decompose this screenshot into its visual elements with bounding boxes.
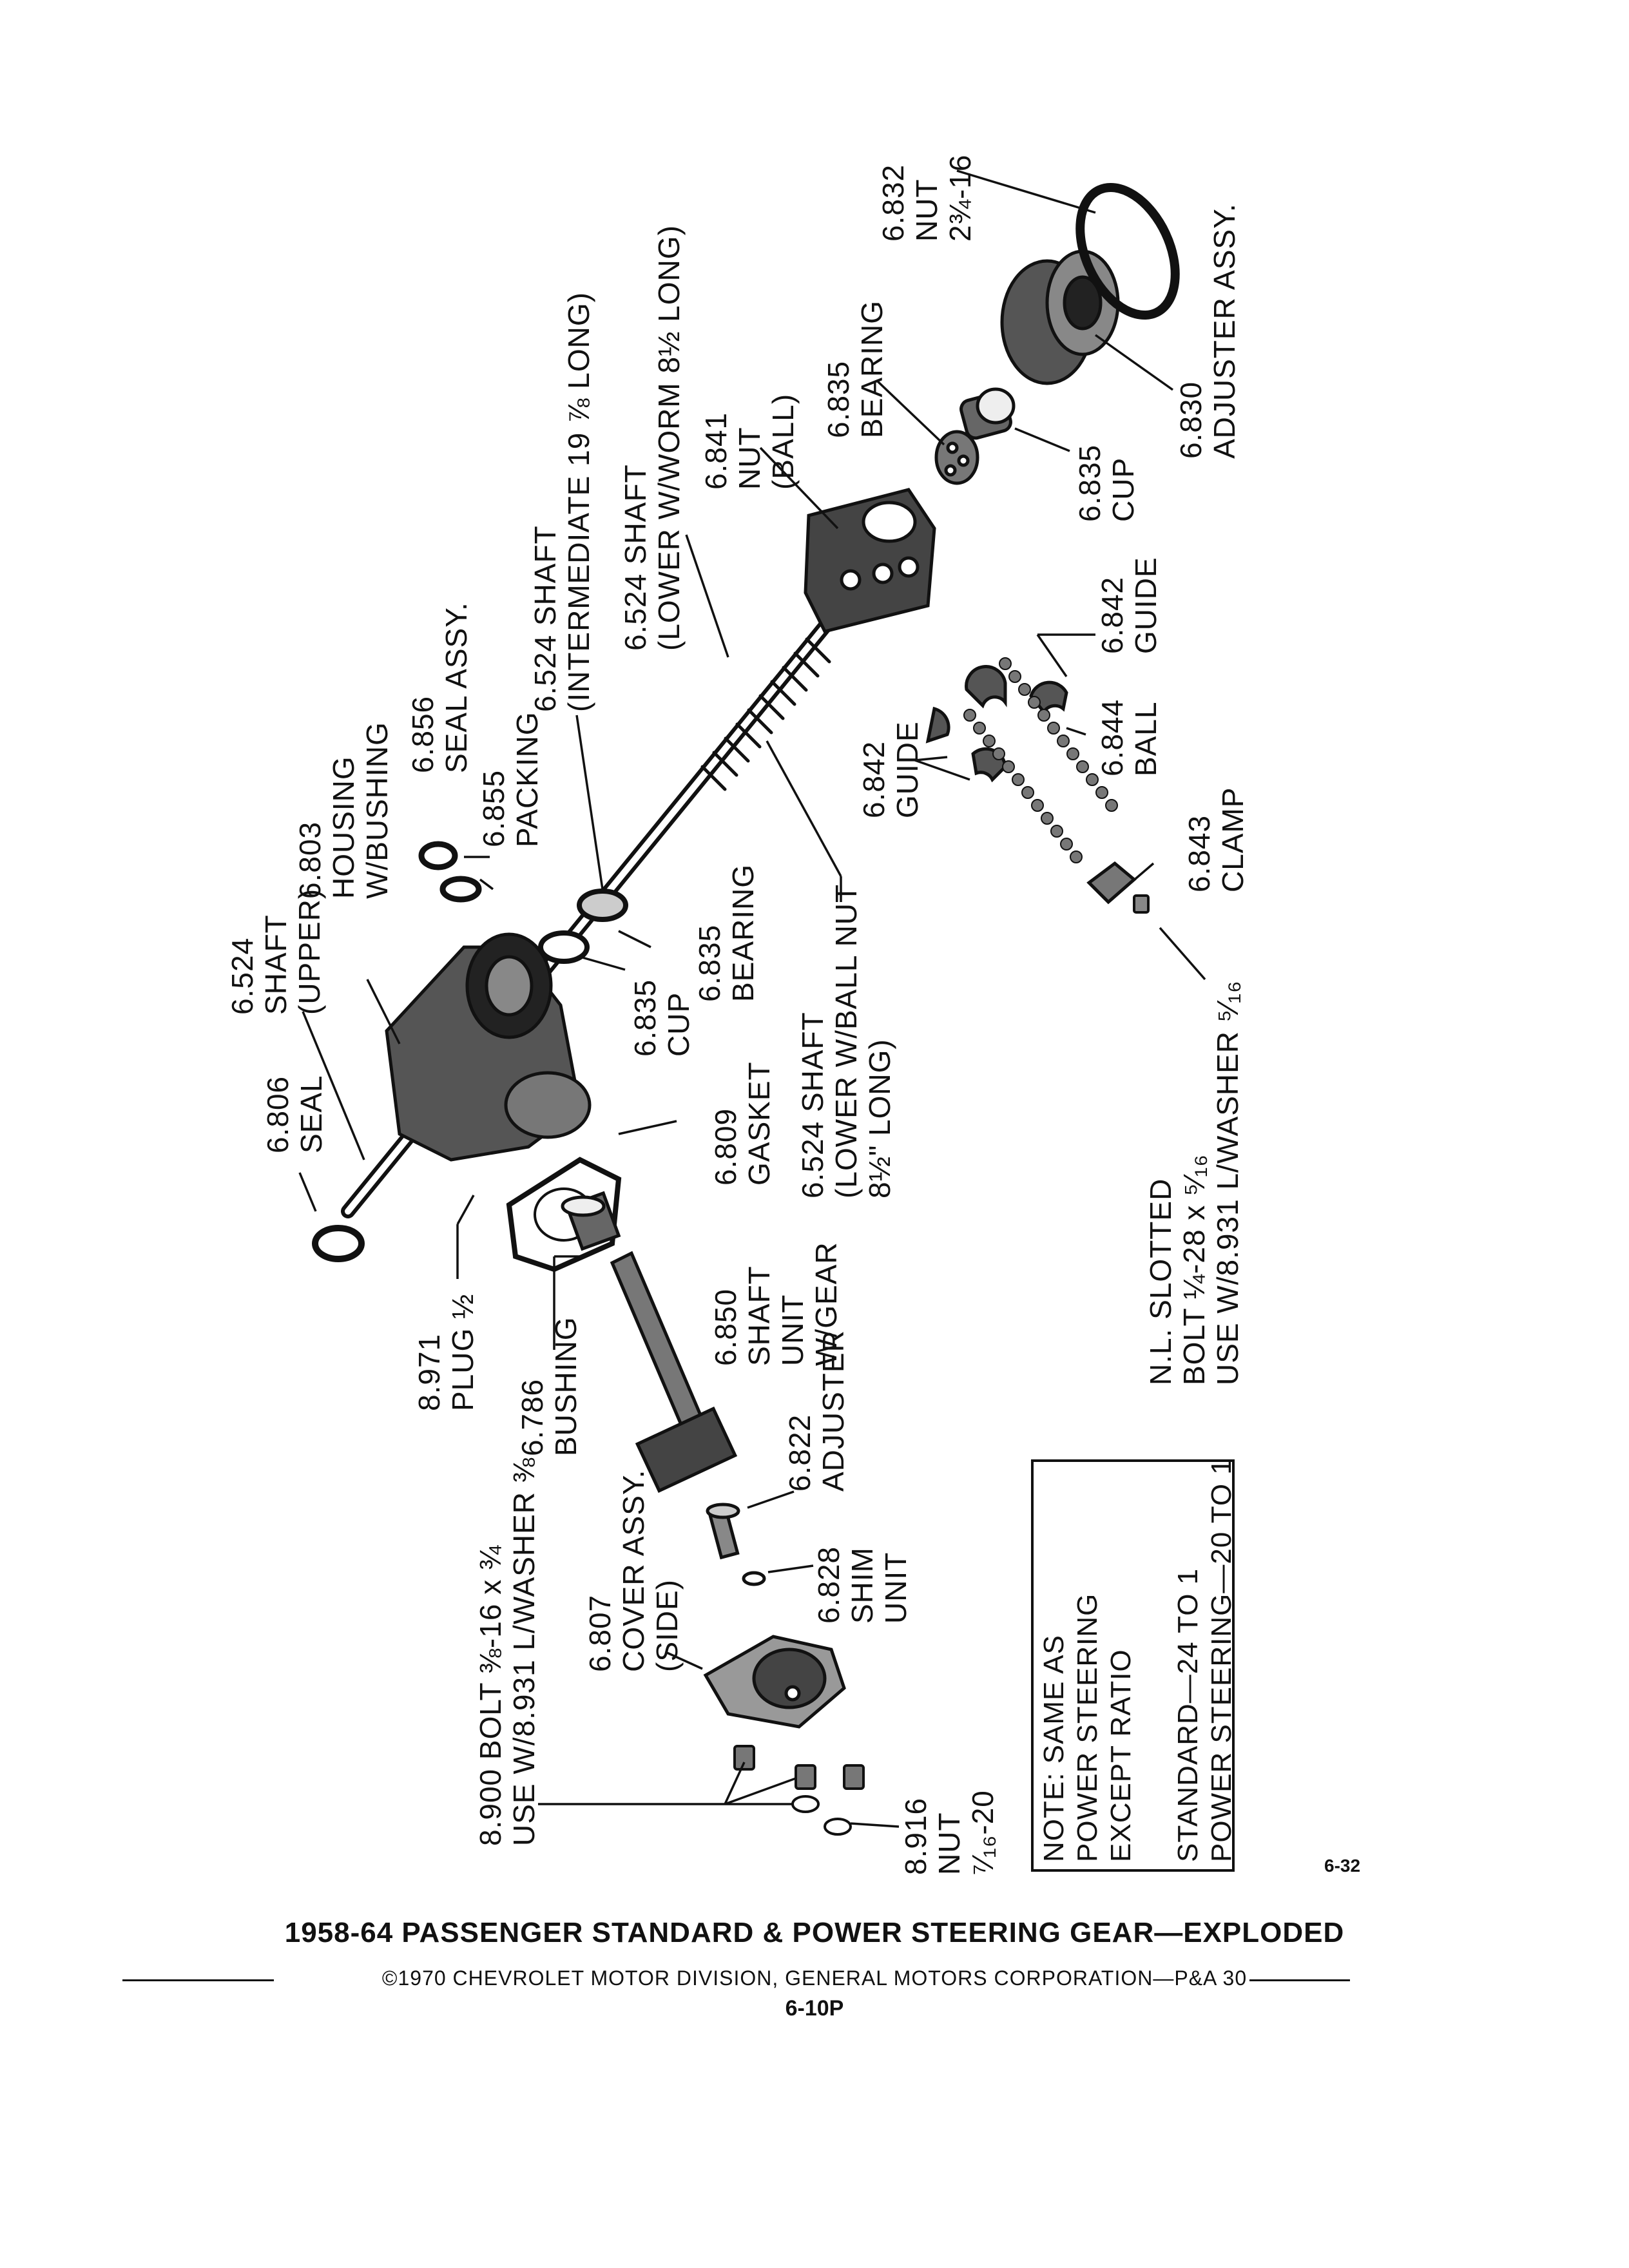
label-6832-nut: 6.832 NUT 2¾-16 — [876, 154, 977, 242]
page-title: 1958-64 PASSENGER STANDARD & POWER STEER… — [284, 1917, 1345, 1948]
cup-6835-mid — [538, 930, 590, 964]
label-8971-plug: 8.971 PLUG ½ — [412, 1293, 479, 1411]
shim-6828 — [742, 1571, 766, 1586]
label-6842-guide-b: 6.842 GUIDE — [1095, 557, 1162, 654]
copyright-line: ©1970 CHEVROLET MOTOR DIVISION, GENERAL … — [0, 1966, 1629, 1990]
label-6806-seal: 6.806 SEAL — [261, 1075, 328, 1153]
label-6524-upper-shaft: 6.524 SHAFT (UPPER) — [226, 888, 326, 1015]
note-box — [1031, 1459, 1235, 1872]
copyright-rule-left — [122, 1979, 274, 1981]
label-6786-bushing: 6.786 BUSHING — [516, 1316, 583, 1456]
cup-6835-right — [959, 387, 1016, 440]
housing-w-bushing — [385, 932, 592, 1162]
ball-nut-6841 — [804, 488, 936, 633]
clamp-6843 — [1086, 861, 1137, 905]
label-6803-housing: 6.803 HOUSING W/BUSHING — [293, 722, 394, 899]
label-6843-clamp: 6.843 CLAMP — [1182, 787, 1249, 892]
label-6828-shim-unit: 6.828 SHIM UNIT — [812, 1546, 912, 1624]
nut-6832 — [1075, 182, 1180, 320]
copyright-text: ©1970 CHEVROLET MOTOR DIVISION, GENERAL … — [379, 1966, 1250, 1990]
seal-assy-6856 — [418, 841, 458, 870]
label-6835-cup-right: 6.835 CUP — [1073, 444, 1140, 522]
label-6822-adjuster: 6.822 ADJUSTER — [783, 1330, 850, 1492]
label-6809-gasket: 6.809 GASKET — [709, 1061, 776, 1186]
balls-6844 — [963, 657, 1118, 863]
label-6830-adjuster-assy: 6.830 ADJUSTER ASSY. — [1174, 203, 1241, 459]
label-nl-slotted-bolt: N.L. SLOTTED BOLT ¼-28 x ⁵⁄₁₆ USE W/8.93… — [1144, 980, 1244, 1385]
adjuster-assy-6830 — [1000, 249, 1120, 385]
shaft-unit-6850 — [610, 1251, 738, 1494]
bolts-8900 — [733, 1745, 865, 1790]
label-6835-cup-mid: 6.835 CUP — [628, 979, 695, 1057]
adjuster-6822 — [706, 1503, 740, 1560]
label-8916-nut: 8.916 NUT ⁷⁄₁₆-20 — [899, 1790, 999, 1875]
label-6855-packing: 6.855 PACKING — [477, 711, 544, 847]
bushing-6786 — [561, 1191, 621, 1251]
label-8900-bolt: 8.900 BOLT ⅜-16 x ¾ USE W/8.931 L/WASHER… — [474, 1457, 541, 1846]
bearing-6835-right — [934, 430, 979, 485]
page-code: 6-10P — [785, 1996, 844, 2021]
guides-6842 — [925, 665, 1068, 783]
label-6807-cover-assy: 6.807 COVER ASSY. (SIDE) — [583, 1469, 684, 1672]
label-6842-guide-a: 6.842 GUIDE — [857, 721, 924, 818]
label-6524-lower-ballnut: 6.524 SHAFT (LOWER W/BALL NUT 8½" LONG) — [796, 883, 896, 1198]
slotted-bolt — [1133, 894, 1150, 914]
label-6856-seal-assy: 6.856 SEAL ASSY. — [406, 602, 473, 773]
label-6524-intermediate: 6.524 SHAFT (INTERMEDIATE 19 ⅞ LONG) — [528, 292, 595, 712]
leader-lines — [298, 169, 1206, 1828]
label-6844-ball: 6.844 BALL — [1095, 698, 1162, 776]
label-6841-ball-nut: 6.841 NUT (BALL) — [699, 393, 800, 490]
label-6835-bearing-right: 6.835 BEARING — [822, 300, 889, 438]
worm-threads — [700, 637, 831, 791]
nuts-8916 — [791, 1795, 852, 1836]
note-text: NOTE: SAME AS POWER STEERING EXCEPT RATI… — [1038, 1458, 1237, 1862]
copyright-rule-right — [1189, 1979, 1350, 1981]
figure-number: 6-32 — [1324, 1856, 1361, 1876]
packing-6855 — [439, 876, 482, 903]
label-6835-bearing-mid: 6.835 BEARING — [693, 863, 760, 1002]
label-6524-lower-worm: 6.524 SHAFT (LOWER W/WORM 8½ LONG) — [619, 225, 686, 651]
bearing-6835-mid — [577, 889, 628, 922]
side-cover-6807 — [703, 1635, 846, 1729]
seal-6806 — [312, 1225, 365, 1262]
